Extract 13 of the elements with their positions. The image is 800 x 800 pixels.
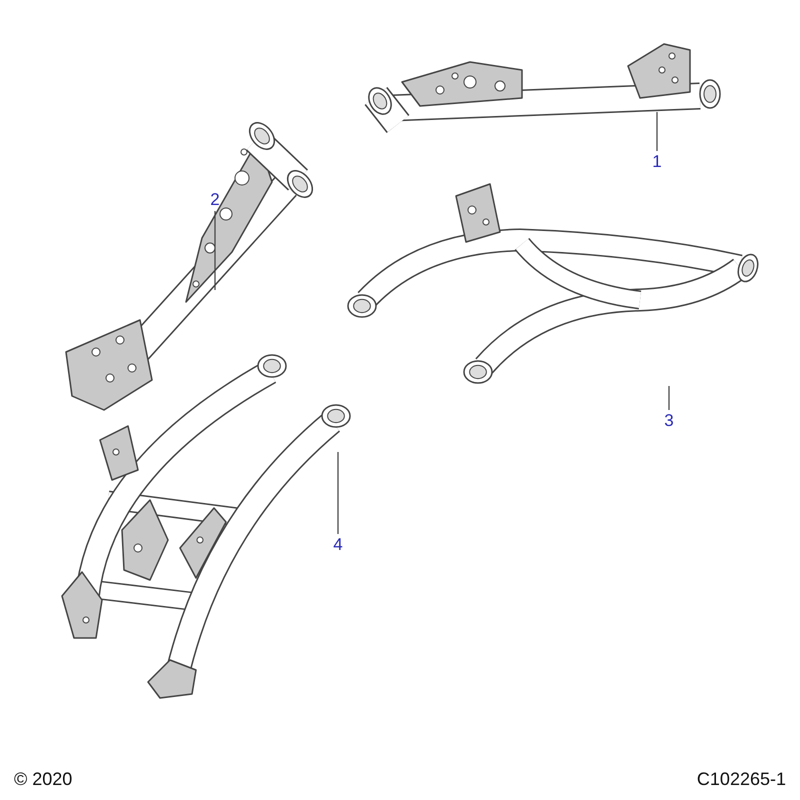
leader-line — [656, 112, 658, 151]
callout-number: 3 — [664, 412, 674, 430]
copyright-note: © 2020 — [14, 769, 72, 790]
callout-number: 4 — [333, 536, 343, 554]
leader-line — [337, 452, 339, 534]
suspension-arm-drawing — [65, 122, 314, 411]
callout-number: 1 — [652, 153, 662, 171]
suspension-arm-drawing — [61, 354, 351, 699]
suspension-arm-drawing — [364, 43, 721, 133]
callout-number: 2 — [210, 191, 220, 209]
suspension-arm-drawing — [347, 183, 758, 384]
drawing-number: C102265-1 — [696, 769, 786, 790]
leader-line — [668, 386, 670, 410]
